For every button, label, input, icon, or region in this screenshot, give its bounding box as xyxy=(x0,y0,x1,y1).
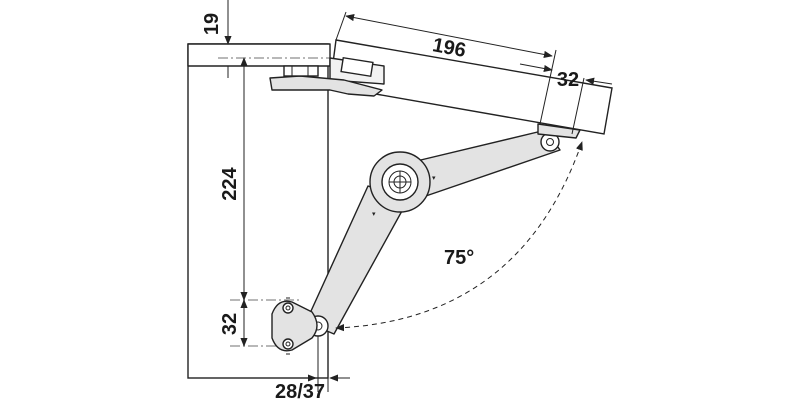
dim-side-offset-label: 28/37 xyxy=(275,381,325,400)
dim-top-thickness-label: 19 xyxy=(201,13,223,35)
side-bracket xyxy=(271,297,318,355)
dim-height-label: 224 xyxy=(219,166,241,200)
hinge-mount-plate xyxy=(269,65,383,97)
arm-marker-upper: ▾ xyxy=(432,175,436,182)
opening-angle-label: 75° xyxy=(444,247,474,269)
flap-mount-bracket xyxy=(537,123,581,139)
dimension-top-thickness: 19 xyxy=(201,0,238,78)
dimension-flap-length: 196 xyxy=(335,11,557,125)
dim-flap-offset-label: 32 xyxy=(557,69,579,91)
arm-marker: ▾ xyxy=(372,211,376,218)
dimension-side-offset: 28/37 xyxy=(275,336,350,400)
flap-lid xyxy=(329,39,613,135)
dimension-height: 224 xyxy=(219,57,248,301)
opening-angle-arc xyxy=(335,141,583,332)
dimension-bracket-spacing: 32 xyxy=(219,299,248,347)
dimension-flap-offset: 32 xyxy=(519,63,613,135)
pivot-hub xyxy=(369,151,431,213)
dim-bracket-spacing-label: 32 xyxy=(219,313,241,335)
